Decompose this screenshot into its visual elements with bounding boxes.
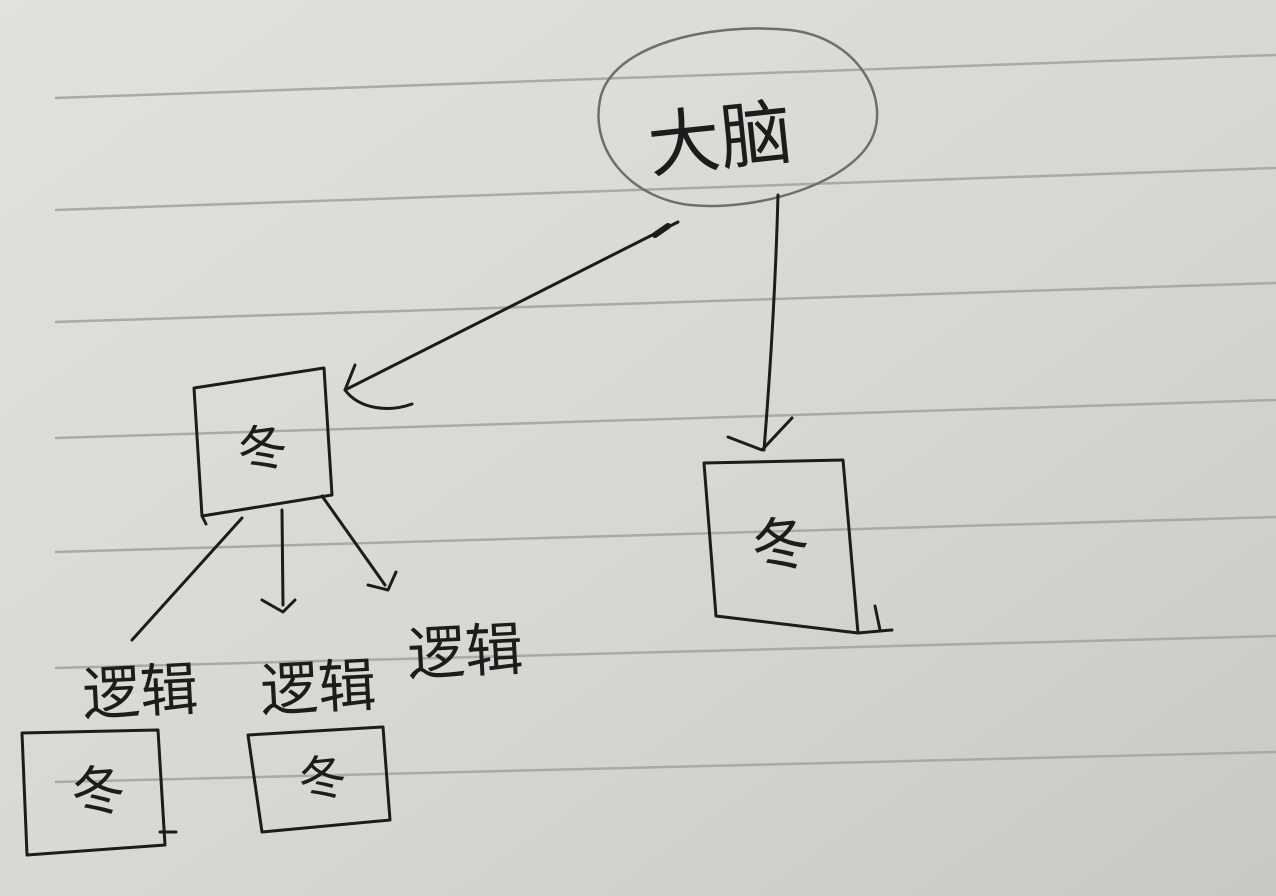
arrowhead-right-box [726, 416, 794, 452]
branch-arrowhead-3 [366, 570, 398, 592]
arrow-tail-mark [652, 223, 671, 238]
arrow-root-to-left [343, 220, 680, 392]
ruled-lines [54, 53, 1276, 784]
branch-arrow-1 [130, 516, 244, 642]
left-box [192, 366, 334, 518]
left-box-label: 冬 [234, 417, 292, 481]
rule-line [54, 53, 1276, 100]
rule-line [54, 398, 1276, 440]
branch-label-1: 逻辑 [80, 655, 199, 729]
arrow-root-to-right [762, 193, 780, 452]
branch-label-2: 逻辑 [258, 651, 377, 725]
rule-line [54, 515, 1276, 554]
branch-arrow-2 [280, 508, 285, 607]
bottom-mid-box-label: 冬 [296, 749, 350, 810]
branch-arrow-3 [320, 494, 387, 587]
root-ellipse [597, 27, 879, 208]
rule-line [54, 634, 1276, 670]
right-box-tick [856, 604, 894, 635]
bottom-mid-box [246, 725, 392, 834]
rule-line [54, 750, 1276, 784]
right-box-label: 冬 [748, 508, 813, 582]
bottom-left-box [20, 728, 167, 857]
root-label: 大脑 [644, 90, 796, 189]
branch-arrowhead-2 [260, 598, 297, 614]
arrowhead-left-box [343, 363, 414, 410]
branch-label-3: 逻辑 [405, 615, 524, 689]
rule-line [54, 281, 1276, 324]
left-box-tick [200, 514, 208, 526]
rule-line [54, 166, 1276, 212]
bottom-left-box-label: 冬 [69, 758, 127, 825]
